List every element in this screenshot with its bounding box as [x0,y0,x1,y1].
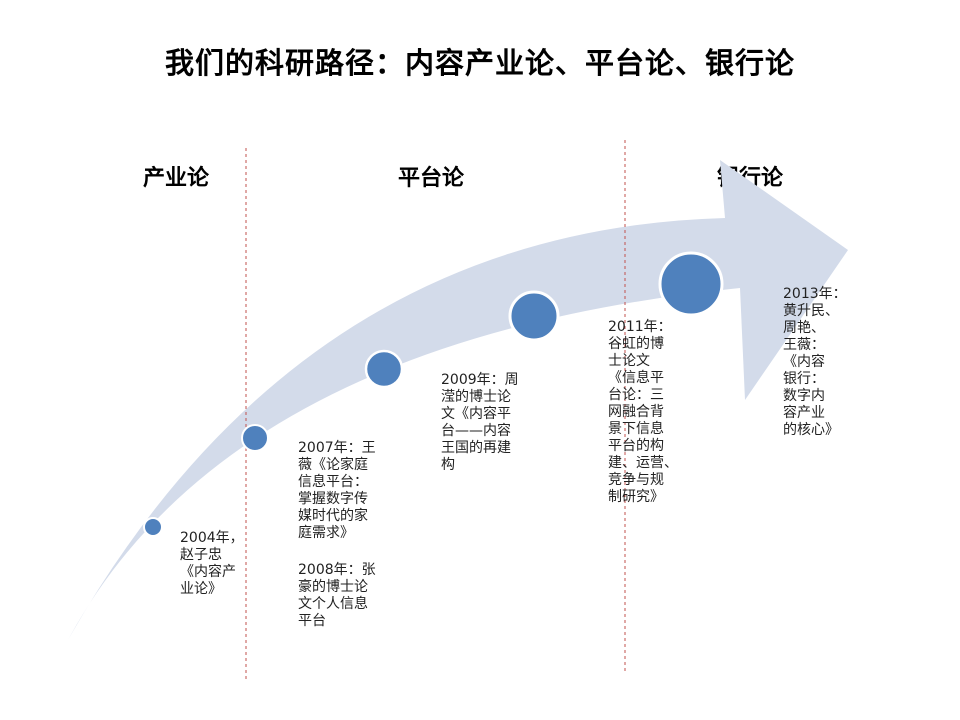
milestone-node-2009 [364,349,404,389]
milestone-node-2004 [143,517,163,537]
milestone-2013-text: 2013年： 黄升民、 周艳、 王薇： 《内容 银行： 数字内 容产业 的核心》 [783,286,847,438]
phase-label-industry: 产业论 [143,166,210,191]
milestone-node-2011 [508,290,560,342]
milestone-2004-text: 2004年， 赵子忠 《内容产 业论》 [180,530,244,597]
milestone-node-2007 [241,424,269,452]
milestone-2008-text: 2008年：张 豪的博士论 文个人信息 平台 [298,562,376,629]
milestone-2011-text: 2011年： 谷虹的博 士论文 《信息平 台论：三 网融合背 景下信息 平台的构… [608,319,678,505]
milestone-2007-text: 2007年：王 薇《论家庭 信息平台： 掌握数字传 媒时代的家 庭需求》 [298,440,376,541]
milestone-2009-text: 2009年：周 滢的博士论 文《内容平 台——内容 王国的再建 构 [441,372,519,473]
milestone-node-2013 [658,251,724,317]
growth-arrow [68,160,848,640]
page-title: 我们的科研路径：内容产业论、平台论、银行论 [164,46,795,80]
phase-label-platform: 平台论 [398,166,465,191]
